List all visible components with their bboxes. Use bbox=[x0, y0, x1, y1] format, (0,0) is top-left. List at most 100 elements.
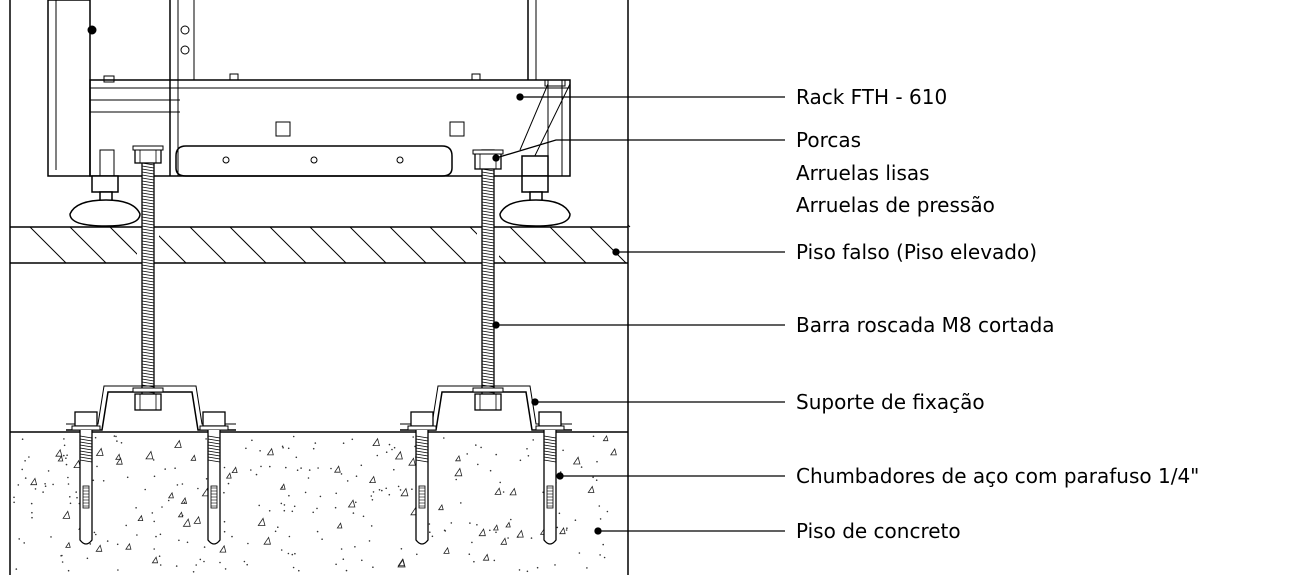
aggregate-mark bbox=[454, 454, 461, 462]
rod-thread bbox=[481, 174, 495, 178]
speckle-dot bbox=[372, 491, 375, 493]
speckle-dot bbox=[574, 519, 577, 521]
hatch-line bbox=[389, 226, 427, 264]
rod-thread bbox=[141, 348, 155, 352]
anchor-thread bbox=[79, 450, 93, 454]
rod-thread bbox=[141, 267, 155, 271]
aggregate-mark bbox=[505, 521, 511, 528]
speckle-dot bbox=[599, 554, 601, 556]
speckle-dot bbox=[566, 527, 568, 529]
anchor-thread bbox=[207, 438, 221, 442]
aggregate-mark bbox=[57, 455, 64, 462]
speckle-dot bbox=[65, 463, 68, 466]
rod-thread bbox=[481, 324, 495, 328]
anchor-thread bbox=[207, 435, 221, 439]
rod-thread bbox=[481, 237, 495, 241]
anchor-thread bbox=[415, 459, 429, 463]
rod-thread bbox=[141, 324, 155, 328]
aggregate-mark bbox=[559, 527, 566, 535]
rod-thread bbox=[141, 294, 155, 298]
anchor-washer bbox=[71, 425, 101, 431]
speckle-dot bbox=[469, 522, 471, 524]
anchor-thread bbox=[415, 441, 429, 445]
speckle-dot bbox=[288, 535, 291, 538]
speckle-dot bbox=[477, 463, 479, 466]
rod-thread bbox=[141, 258, 155, 262]
speckle-dot bbox=[18, 538, 21, 540]
speckle-dot bbox=[527, 455, 530, 457]
speckle-dot bbox=[411, 488, 413, 491]
anchor-head bbox=[202, 411, 226, 427]
speckle-dot bbox=[335, 563, 337, 566]
anchor-thread bbox=[543, 438, 557, 442]
rod-thread bbox=[481, 378, 495, 382]
speckle-dot bbox=[30, 502, 33, 505]
speckle-dot bbox=[416, 553, 418, 556]
rod-thread bbox=[481, 207, 495, 211]
speckle-dot bbox=[335, 492, 338, 495]
speckle-dot bbox=[159, 564, 162, 566]
aggregate-mark bbox=[145, 450, 154, 460]
rod-thread bbox=[141, 330, 155, 334]
speckle-dot bbox=[443, 437, 445, 439]
rod-thread bbox=[481, 192, 495, 196]
speckle-dot bbox=[340, 473, 343, 475]
aggregate-mark bbox=[125, 542, 132, 550]
speckle-dot bbox=[24, 460, 26, 462]
hatch-line bbox=[627, 224, 631, 228]
speckle-dot bbox=[255, 473, 258, 476]
hatch-line bbox=[589, 226, 627, 264]
rod-thread bbox=[481, 354, 495, 358]
aggregate-mark bbox=[62, 510, 71, 519]
anchor-thread bbox=[543, 444, 557, 448]
anchor-thread bbox=[415, 447, 429, 451]
speckle-dot bbox=[495, 453, 498, 456]
speckle-dot bbox=[186, 541, 189, 544]
speckle-dot bbox=[602, 543, 604, 546]
speckle-dot bbox=[285, 466, 287, 469]
aggregate-mark bbox=[151, 556, 159, 564]
hatch-line bbox=[229, 226, 267, 264]
rod-thread bbox=[141, 255, 155, 259]
speckle-dot bbox=[372, 566, 374, 568]
rod-thread bbox=[141, 195, 155, 199]
rod-thread bbox=[481, 249, 495, 253]
speckle-dot bbox=[231, 535, 233, 538]
aggregate-mark bbox=[174, 439, 182, 448]
rod-thread bbox=[141, 336, 155, 340]
rod-thread bbox=[141, 165, 155, 169]
speckle-dot bbox=[507, 537, 509, 539]
hex-nut bbox=[134, 393, 162, 411]
speckle-dot bbox=[291, 553, 294, 556]
rod-thread bbox=[141, 264, 155, 268]
speckle-dot bbox=[307, 477, 310, 479]
speckle-dot bbox=[102, 480, 105, 482]
rod-thread bbox=[481, 375, 495, 379]
anchor-thread bbox=[79, 459, 93, 463]
speckle-dot bbox=[153, 520, 155, 523]
rod-thread bbox=[141, 318, 155, 322]
rod-thread bbox=[141, 288, 155, 292]
rod-thread bbox=[481, 177, 495, 181]
speckle-dot bbox=[176, 484, 179, 486]
anchor-thread bbox=[207, 459, 221, 463]
speckle-dot bbox=[393, 446, 396, 449]
speckle-dot bbox=[308, 469, 311, 471]
rod-thread bbox=[481, 282, 495, 286]
speckle-dot bbox=[283, 504, 286, 506]
rod-thread bbox=[481, 210, 495, 214]
rod-thread bbox=[481, 252, 495, 256]
speckle-dot bbox=[250, 469, 252, 471]
speckle-dot bbox=[376, 454, 379, 457]
aggregate-mark bbox=[397, 558, 405, 567]
aggregate-mark bbox=[95, 544, 103, 552]
speckle-dot bbox=[21, 468, 24, 471]
aggregate-mark bbox=[333, 465, 341, 473]
rod-thread bbox=[141, 234, 155, 238]
speckle-dot bbox=[282, 446, 284, 449]
speckle-dot bbox=[23, 542, 26, 544]
speckle-dot bbox=[159, 533, 162, 536]
speckle-dot bbox=[330, 467, 332, 470]
speckle-dot bbox=[21, 438, 24, 441]
